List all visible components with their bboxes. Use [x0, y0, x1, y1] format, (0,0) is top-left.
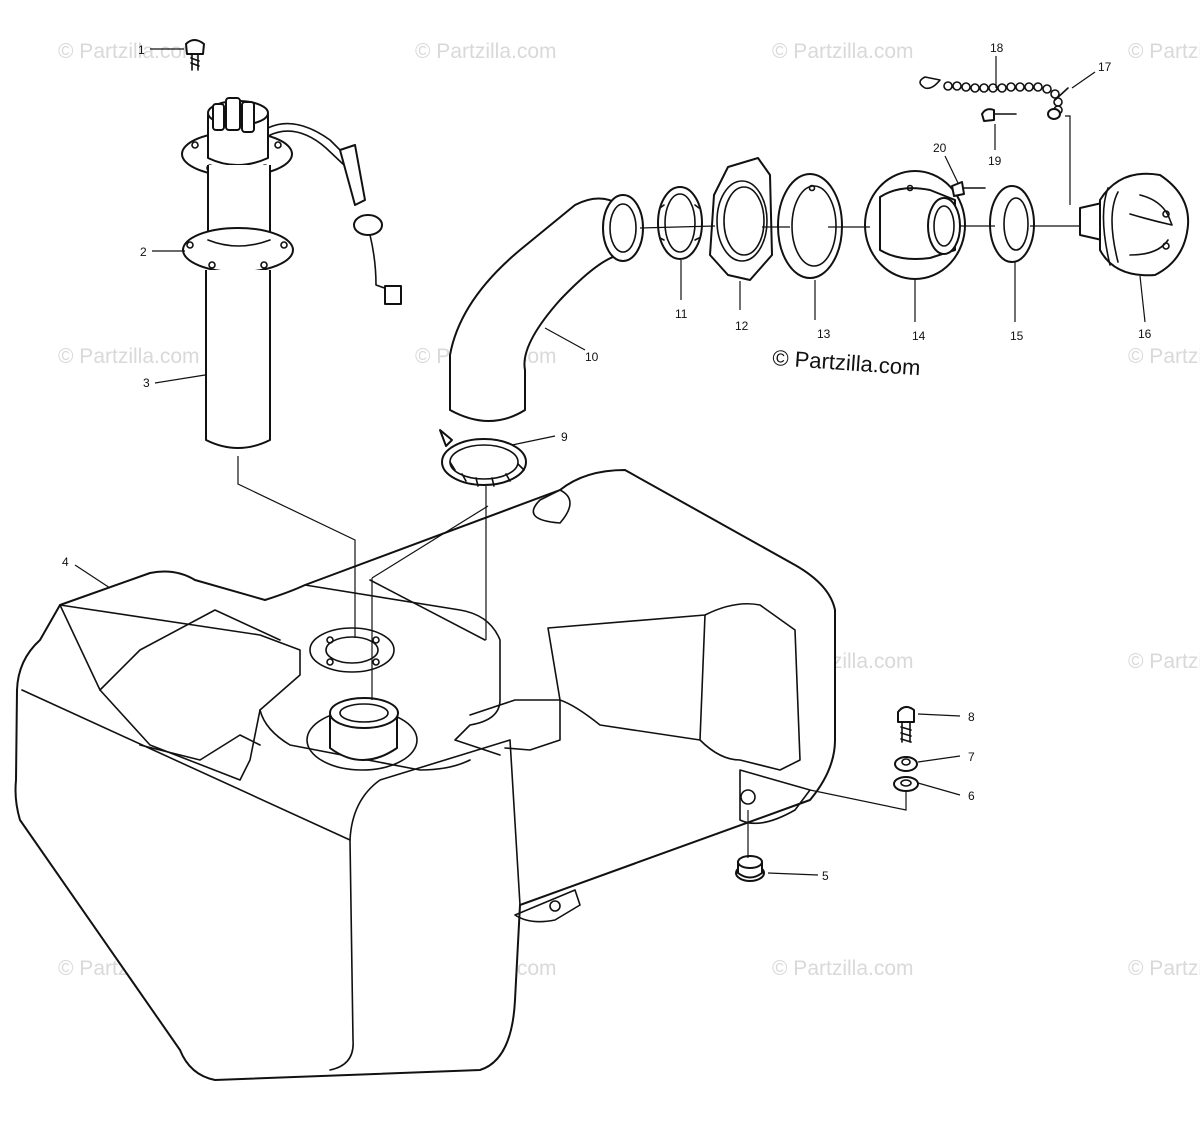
callout-12[interactable]: 12: [735, 319, 749, 333]
callout-10[interactable]: 10: [585, 350, 599, 364]
callout-19[interactable]: 19: [988, 154, 1002, 168]
watermark: © Partzilla.com: [415, 40, 557, 63]
callout-3[interactable]: 3: [143, 376, 150, 390]
callout-5[interactable]: 5: [822, 869, 829, 883]
watermark: © Partzilla.com: [58, 40, 200, 63]
callout-11[interactable]: 11: [675, 307, 688, 321]
watermark: © Partzilla.com: [772, 957, 914, 980]
assembly-guide-lines: [237, 115, 1080, 858]
clamp[interactable]: [657, 186, 703, 260]
callout-7[interactable]: 7: [968, 750, 975, 764]
fuel-cap[interactable]: [1079, 172, 1190, 277]
callout-2[interactable]: 2: [140, 245, 147, 259]
screw[interactable]: [981, 108, 1017, 122]
callout-16[interactable]: 16: [1138, 327, 1152, 341]
screw[interactable]: [951, 181, 986, 197]
fuel-sender-assembly[interactable]: [181, 39, 402, 449]
watermark: © Partzilla.com: [1128, 957, 1200, 980]
filler-fitting[interactable]: [864, 170, 966, 280]
grommet[interactable]: [735, 855, 765, 882]
cap-tether-chain[interactable]: [919, 76, 1069, 120]
watermark: © Partzilla.com: [772, 40, 914, 63]
copyright-notice: © Partzilla.com: [772, 345, 922, 380]
callout-15[interactable]: 15: [1010, 329, 1024, 343]
watermark: © Partzilla.com: [1128, 40, 1200, 63]
callout-17[interactable]: 17: [1098, 60, 1112, 74]
gasket[interactable]: [777, 173, 843, 279]
bolt[interactable]: [897, 706, 915, 743]
callout-4[interactable]: 4: [62, 555, 69, 569]
seal-ring[interactable]: [989, 185, 1035, 263]
callout-6[interactable]: 6: [968, 789, 975, 803]
lock-washer[interactable]: [894, 756, 918, 772]
filler-hose[interactable]: [449, 194, 644, 422]
callout-1[interactable]: 1: [138, 43, 145, 57]
callout-8[interactable]: 8: [968, 710, 975, 724]
watermark: © Partzilla.com: [58, 345, 200, 368]
callout-labels: 1 2 3 4 5 6 7 8 9 10 11 12 13 14 15 16 1…: [62, 41, 1152, 883]
washer[interactable]: [893, 776, 919, 792]
watermark: © Partzilla.com: [1128, 345, 1200, 368]
screw[interactable]: [185, 39, 205, 55]
filler-nut[interactable]: [709, 157, 773, 281]
callout-13[interactable]: 13: [817, 327, 831, 341]
callout-leaders: [74, 48, 1146, 876]
hose-clamp[interactable]: [439, 429, 527, 487]
callout-18[interactable]: 18: [990, 41, 1004, 55]
callout-9[interactable]: 9: [561, 430, 568, 444]
callout-14[interactable]: 14: [912, 329, 926, 343]
fuel-tank[interactable]: [14, 469, 836, 1081]
callout-20[interactable]: 20: [933, 141, 947, 155]
watermark: © Partzilla.com: [1128, 650, 1200, 673]
